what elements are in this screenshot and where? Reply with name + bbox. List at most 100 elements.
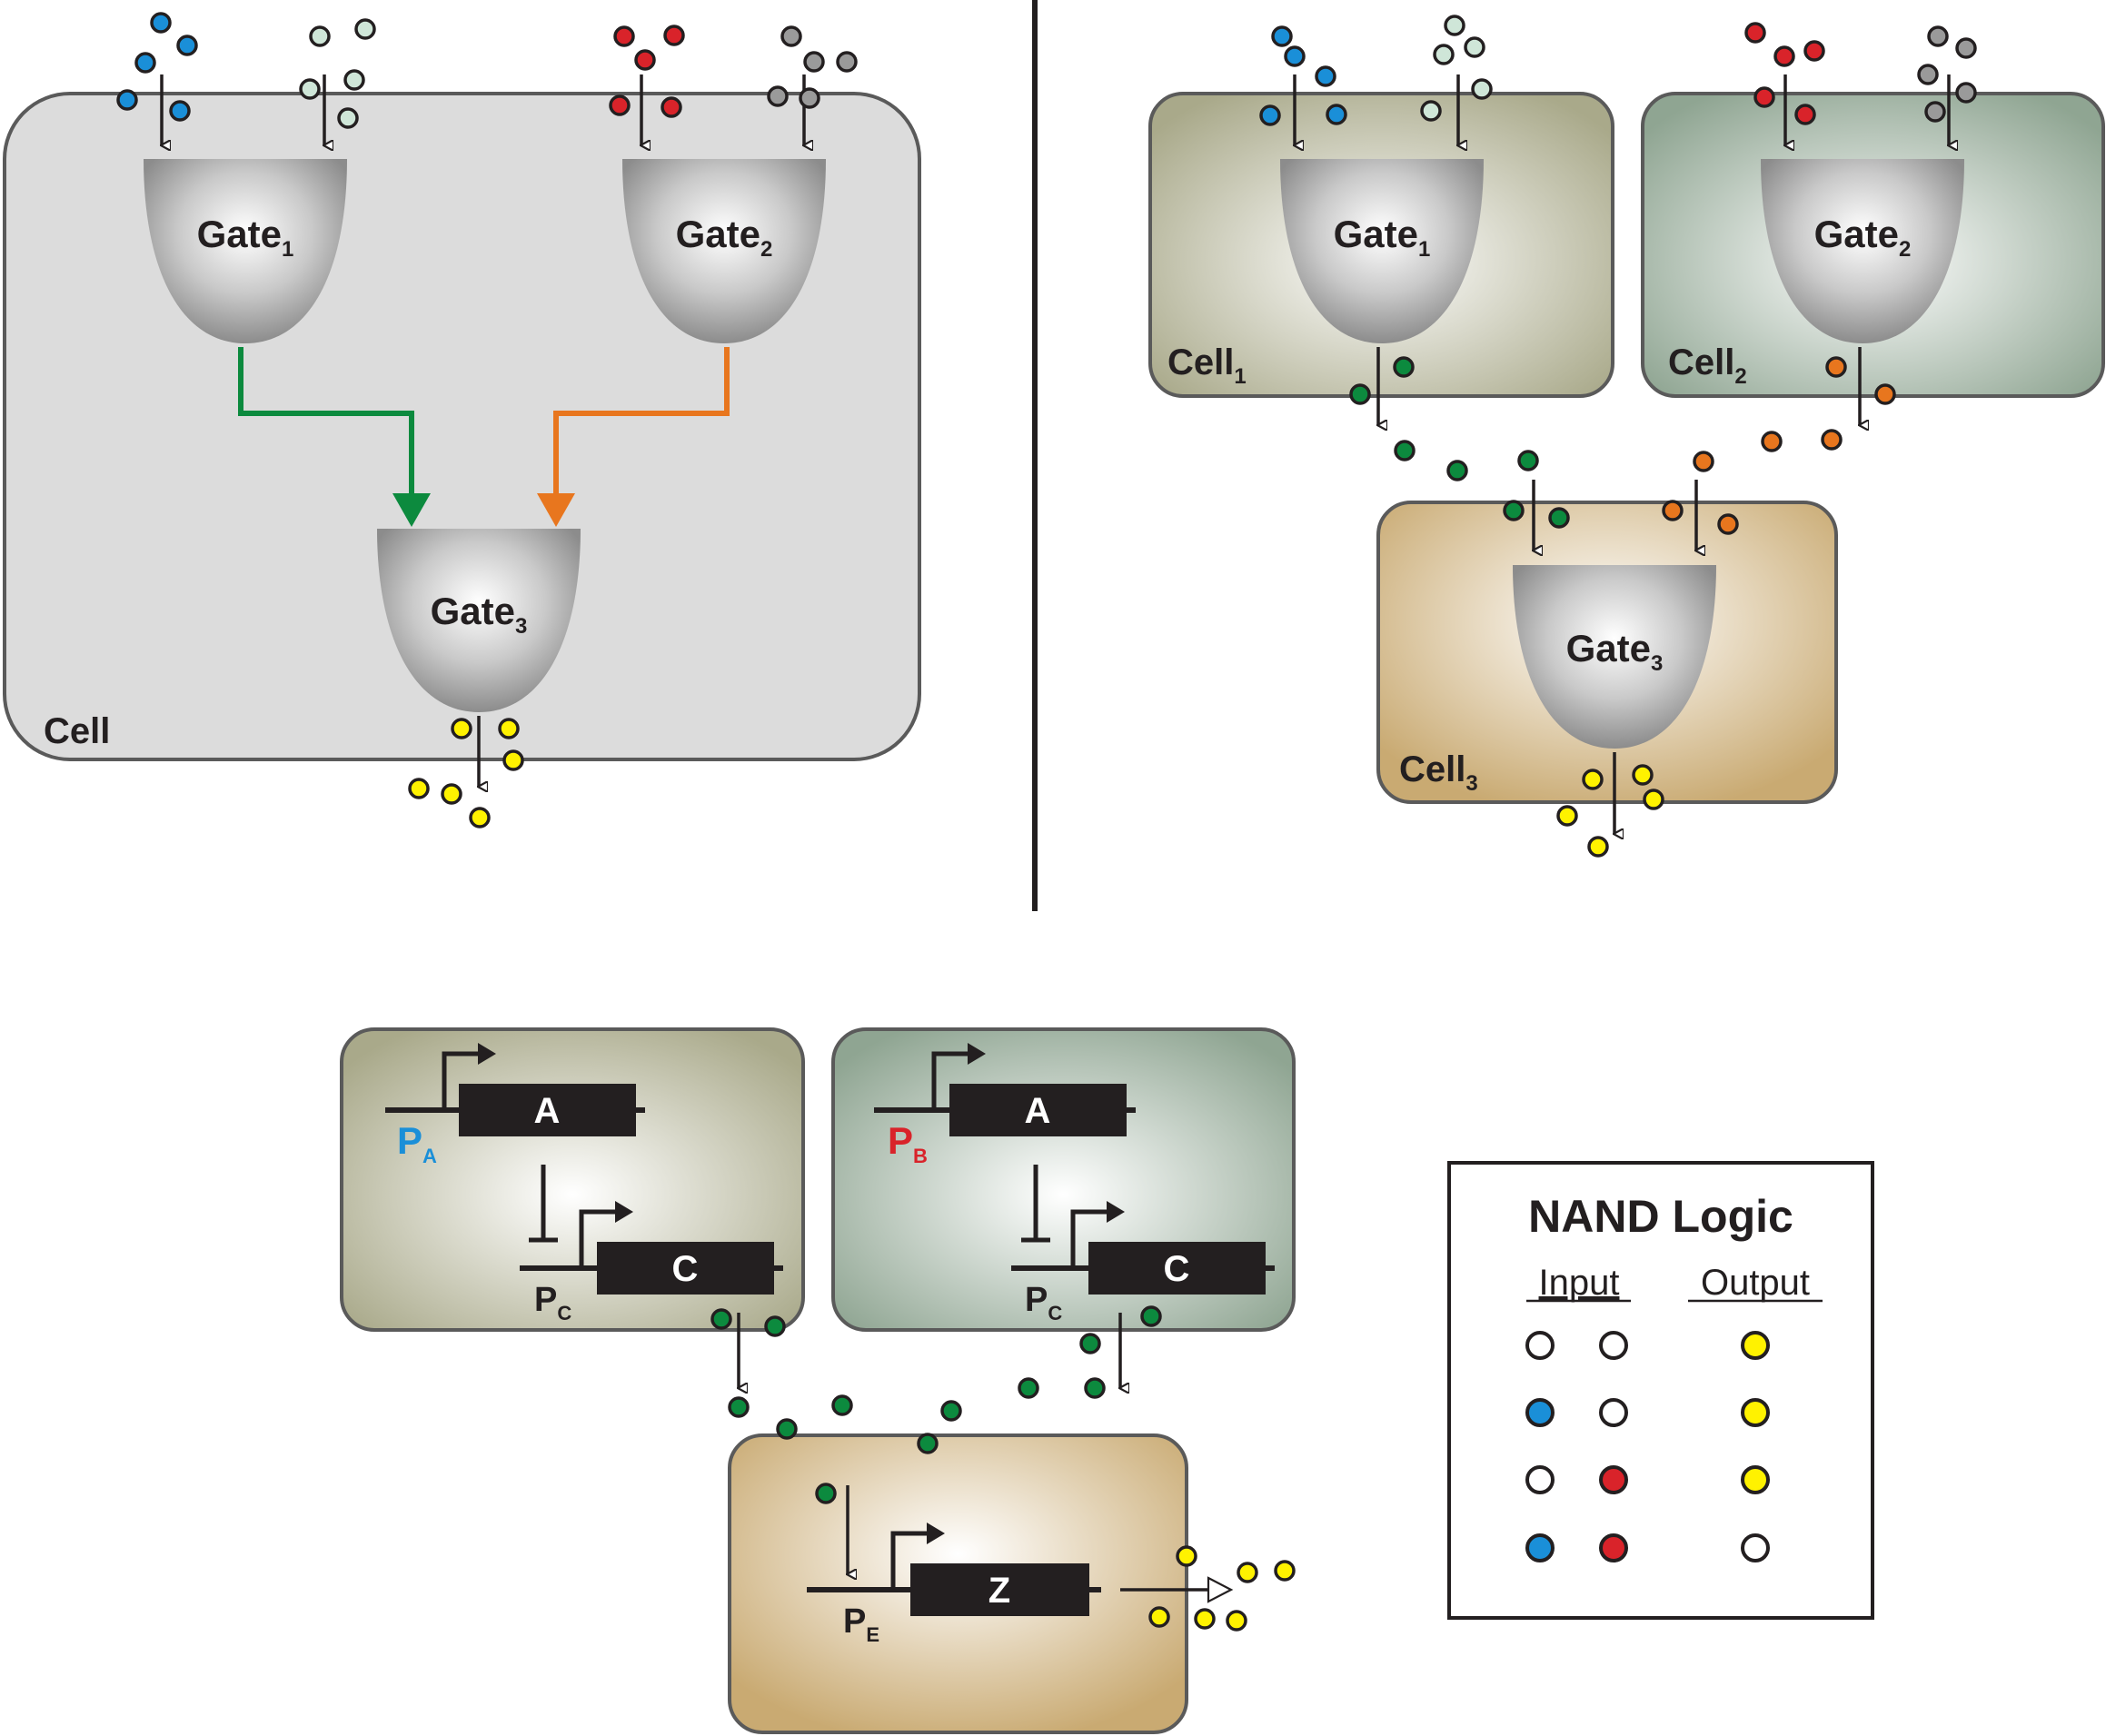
promoter-pa: PA <box>397 1119 437 1167</box>
red-molecule <box>1803 40 1825 62</box>
input-a-state-dot <box>1525 1533 1555 1562</box>
blue-molecule <box>1315 65 1336 87</box>
circuit-cell-3-genes: Z PE <box>807 1485 1234 1646</box>
blue-molecule <box>169 100 191 122</box>
yellow-molecule <box>1194 1608 1216 1630</box>
truth-table-title: NAND Logic <box>1528 1191 1793 1242</box>
blue-molecule <box>1284 45 1306 67</box>
truth-table-row <box>1525 1331 1770 1360</box>
gene-a-box-2 <box>949 1084 1127 1136</box>
single-gate-3: Gate3 <box>377 529 581 712</box>
gene-c-box-1 <box>597 1242 774 1295</box>
blue-molecule <box>1326 104 1347 125</box>
gray-molecule <box>1955 37 1977 59</box>
light-green-molecule <box>343 69 365 91</box>
promoter-pb: PB <box>888 1119 928 1167</box>
light-green-molecule <box>299 78 321 100</box>
cell-1-label: Cell1 <box>1167 342 1247 389</box>
red-molecule <box>1753 86 1775 108</box>
light-green-molecule <box>337 107 359 129</box>
svg-text:Gate1: Gate1 <box>197 213 294 262</box>
red-molecule <box>613 25 635 47</box>
gray-molecule <box>767 85 789 107</box>
output-state-dot <box>1741 1465 1770 1494</box>
green-molecule <box>1349 383 1371 405</box>
svg-text:PC: PC <box>1025 1281 1062 1324</box>
blue-molecule <box>176 35 198 56</box>
green-molecule <box>728 1396 750 1418</box>
output-state-dot <box>1741 1331 1770 1360</box>
blue-molecule <box>134 52 156 74</box>
output-state-dot <box>1741 1533 1770 1562</box>
yellow-molecule <box>469 807 491 828</box>
truth-table-row <box>1525 1533 1770 1562</box>
truth-table-output-header: Output <box>1701 1263 1810 1303</box>
truth-table-input-header: Input <box>1539 1263 1620 1303</box>
green-molecule <box>710 1308 732 1330</box>
gray-molecule <box>1924 101 1946 123</box>
yellow-molecule <box>1632 764 1654 786</box>
green-molecule <box>776 1418 798 1440</box>
gray-molecule <box>1955 82 1977 104</box>
red-molecule <box>634 49 656 71</box>
yellow-molecule <box>502 749 524 771</box>
light-green-molecule <box>1444 15 1465 36</box>
input-a-state-dot <box>1525 1465 1555 1494</box>
circuit-cell-2-genes: A PB C PC <box>874 1043 1275 1324</box>
gene-a-box-1 <box>459 1084 636 1136</box>
orange-molecule <box>1662 500 1684 521</box>
yellow-molecule <box>1643 789 1664 810</box>
yellow-molecule <box>441 783 462 805</box>
yellow-molecule <box>1176 1545 1197 1567</box>
green-molecule <box>1446 460 1468 481</box>
wire-orange <box>553 347 730 495</box>
cell-3-label: Cell3 <box>1399 749 1478 796</box>
truth-table: NAND Logic Input Output <box>1447 1161 1874 1620</box>
red-molecule <box>1744 22 1766 44</box>
light-green-molecule <box>1471 78 1493 100</box>
truth-table-rows <box>1525 1331 1770 1562</box>
gray-molecule <box>780 25 802 47</box>
yellow-molecule <box>498 718 520 739</box>
blue-molecule <box>1259 104 1281 126</box>
green-molecule <box>917 1433 939 1454</box>
orange-molecule <box>1821 429 1843 451</box>
gene-z-box <box>910 1563 1089 1616</box>
truth-table-row <box>1525 1398 1770 1427</box>
orange-molecule <box>1717 513 1739 535</box>
gray-molecule <box>799 87 820 109</box>
green-molecule <box>940 1400 962 1422</box>
green-molecule <box>1517 450 1539 471</box>
circuit-panel: A PA C PC A PB C PC <box>340 1027 1296 1734</box>
red-molecule <box>1773 45 1795 67</box>
single-gate-1: Gate1 <box>144 159 347 343</box>
truth-table-row <box>1525 1465 1770 1494</box>
green-molecule <box>815 1483 837 1504</box>
blue-molecule <box>116 89 138 111</box>
svg-text:C: C <box>672 1249 699 1289</box>
svg-text:A: A <box>1025 1091 1051 1131</box>
svg-text:Gate2: Gate2 <box>1814 213 1912 262</box>
blue-molecule <box>150 12 172 34</box>
light-green-molecule <box>1464 36 1485 58</box>
red-molecule <box>609 94 631 116</box>
input-b-state-dot <box>1599 1533 1628 1562</box>
green-molecule <box>1140 1305 1162 1327</box>
yellow-molecule <box>451 718 472 739</box>
orange-molecule <box>1825 356 1847 378</box>
truth-table-border <box>1447 1161 1874 1620</box>
svg-text:Gate3: Gate3 <box>431 590 528 639</box>
green-molecule <box>1079 1333 1101 1354</box>
yellow-molecule <box>1226 1610 1247 1632</box>
svg-text:Gate3: Gate3 <box>1566 627 1664 676</box>
green-molecule <box>764 1315 786 1337</box>
red-molecule <box>661 96 682 118</box>
green-molecule <box>1084 1377 1106 1399</box>
gray-molecule <box>1927 25 1949 47</box>
input-a-state-dot <box>1525 1398 1555 1427</box>
svg-text:PC: PC <box>534 1281 571 1324</box>
svg-text:Z: Z <box>988 1571 1010 1611</box>
wire-green <box>238 347 414 495</box>
light-green-molecule <box>1433 44 1455 65</box>
svg-text:C: C <box>1164 1249 1190 1289</box>
